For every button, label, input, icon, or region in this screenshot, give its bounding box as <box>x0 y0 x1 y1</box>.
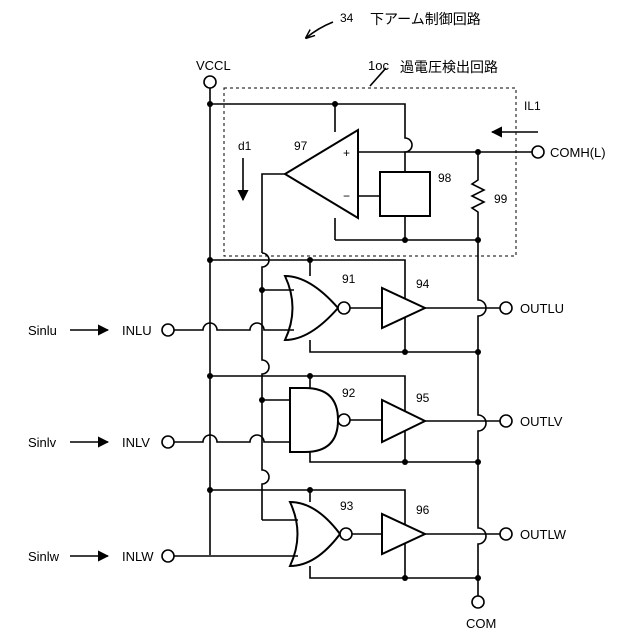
sinlw-label: Sinlw <box>28 549 60 564</box>
junction-dot <box>259 287 265 293</box>
detector-name: 過電圧検出回路 <box>400 59 498 75</box>
com-rail <box>478 240 486 596</box>
junction-dot <box>402 459 408 465</box>
sinlu-label: Sinlu <box>28 323 57 338</box>
com-label: COM <box>466 616 496 631</box>
junction-dot <box>402 237 408 243</box>
nor-v-in-signal <box>174 435 290 442</box>
buf-v-label: 95 <box>416 391 430 405</box>
nor-u-gnd <box>310 340 478 352</box>
inlu-terminal <box>162 324 174 336</box>
title-ref: 34 <box>340 11 354 25</box>
junction-dot <box>402 575 408 581</box>
comparator-minus: − <box>343 189 350 203</box>
buf-w-label: 96 <box>416 503 430 517</box>
junction-dot <box>475 459 481 465</box>
buffer-94 <box>382 288 425 328</box>
title-name: 下アーム制御回路 <box>370 11 481 27</box>
current-label: IL1 <box>524 99 541 113</box>
direction-label: d1 <box>238 139 252 153</box>
junction-dot <box>402 349 408 355</box>
junction-dot <box>475 349 481 355</box>
outlv-terminal <box>500 415 512 427</box>
inlw-terminal <box>162 550 174 562</box>
inlw-label: INLW <box>122 549 154 564</box>
buffer-96 <box>382 514 425 554</box>
com-terminal <box>472 596 484 608</box>
nor-gate-92 <box>290 388 338 452</box>
reference-label: 98 <box>438 171 452 185</box>
nor-v-label: 92 <box>342 386 356 400</box>
leader-arrow-icon <box>306 22 333 38</box>
comparator-output <box>262 174 285 253</box>
comh-label: COMH(L) <box>550 145 606 160</box>
nor-u-label: 91 <box>342 272 356 286</box>
nand-bubble <box>338 414 350 426</box>
nor-w-gnd <box>310 566 478 578</box>
outlw-label: OUTLW <box>520 527 567 542</box>
outlu-label: OUTLU <box>520 301 564 316</box>
outlw-terminal <box>500 528 512 540</box>
comparator-label: 97 <box>294 139 308 153</box>
nor-u-in-signal <box>174 323 294 330</box>
outlu-terminal <box>500 302 512 314</box>
inlv-terminal <box>162 436 174 448</box>
sinlv-label: Sinlv <box>28 435 57 450</box>
buf-u-label: 94 <box>416 277 430 291</box>
vccl-terminal <box>204 76 216 88</box>
nor-bubble <box>340 528 352 540</box>
comparator-plus: + <box>343 146 350 160</box>
outlv-label: OUTLV <box>520 414 563 429</box>
nor-bubble <box>338 302 350 314</box>
buffer-95 <box>382 400 425 442</box>
vccl-label: VCCL <box>196 58 231 73</box>
inlu-label: INLU <box>122 323 152 338</box>
junction-dot <box>259 397 265 403</box>
junction-dot <box>475 575 481 581</box>
resistor-label: 99 <box>494 192 508 206</box>
detect-signal-bus <box>262 253 269 520</box>
detector-ref: 1oc <box>368 58 389 73</box>
resistor-99 <box>472 152 484 240</box>
reference-98 <box>380 172 430 216</box>
detector-box <box>224 88 516 256</box>
nor-w-label: 93 <box>340 499 354 513</box>
comh-terminal <box>532 146 544 158</box>
nor-v-gnd <box>310 452 478 462</box>
inlv-label: INLV <box>122 435 150 450</box>
